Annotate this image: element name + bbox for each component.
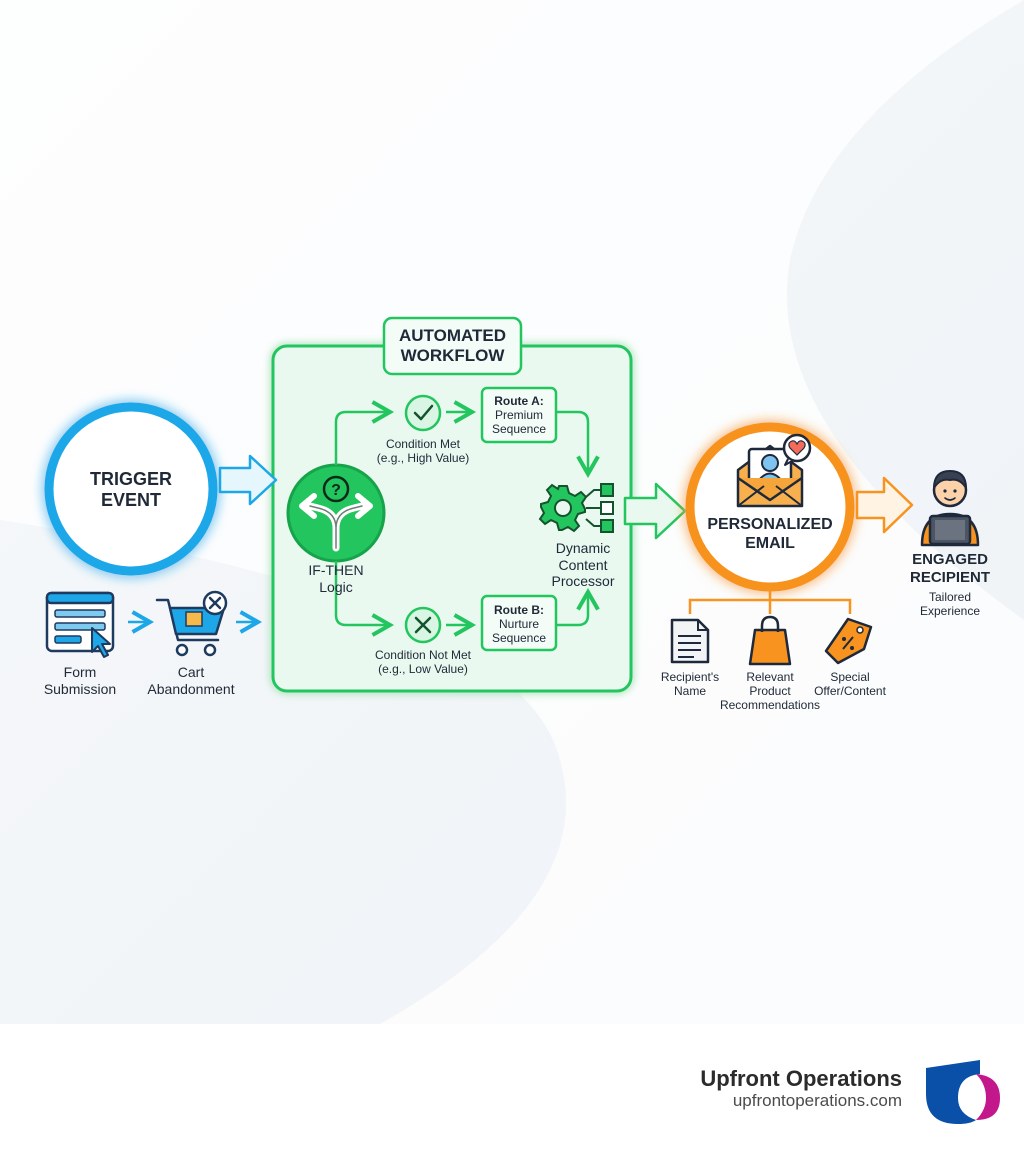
route-b-title: Route B: [494, 603, 544, 617]
arrow-trigger-to-workflow [218, 454, 278, 506]
split-arrows-question-icon: ? [286, 463, 386, 563]
condition-not-met-label: Condition Not Met (e.g., Low Value) [374, 648, 472, 677]
document-icon [670, 618, 710, 664]
recipient-name-label: Recipient's Name [660, 670, 720, 699]
trigger-event-title: TRIGGER EVENT [89, 469, 172, 511]
form-submission-label: Form Submission [43, 664, 117, 697]
route-b-sub: Nurture Sequence [491, 617, 547, 646]
dynamic-content-processor-label: Dynamic Content Processor [551, 540, 615, 590]
brand-url[interactable]: upfrontoperations.com [732, 1091, 902, 1110]
gear-content-icon [538, 483, 614, 533]
person-tablet-icon [920, 469, 980, 547]
brand-name: Upfront Operations [700, 1066, 902, 1091]
route-a-sub: Premium Sequence [491, 408, 547, 437]
special-offer-label: Special Offer/Content [814, 670, 886, 699]
branch-connectors [334, 400, 600, 637]
route-a-box [480, 386, 558, 444]
check-circle-icon [404, 394, 442, 432]
x-circle-icon [404, 606, 442, 644]
engaged-recipient-title: ENGAGED RECIPIENT [909, 551, 990, 586]
arrow-email-to-recipient [855, 476, 914, 534]
if-then-logic-label: IF-THEN Logic [308, 562, 364, 595]
upfront-logo-icon [926, 1060, 1000, 1124]
trigger-event-circle [44, 402, 218, 576]
personalized-email-title: PERSONALIZED EMAIL [707, 516, 833, 552]
shopping-cart-icon [155, 590, 228, 657]
web-form-icon [45, 591, 115, 658]
email-components-connector [688, 588, 852, 614]
product-recommendations-label: Relevant Product Recommendations [719, 670, 821, 713]
footer: Upfront Operations upfrontoperations.com [0, 1024, 1024, 1154]
price-tag-icon [824, 617, 873, 665]
route-b-box [480, 594, 558, 652]
shopping-bag-icon [748, 615, 792, 666]
envelope-profile-heart-icon [736, 433, 812, 508]
svg-text:?: ? [331, 482, 341, 499]
automated-workflow-title: AUTOMATED WORKFLOW [398, 326, 507, 366]
route-a-title: Route A: [494, 394, 544, 408]
condition-met-label: Condition Met (e.g., High Value) [376, 437, 470, 466]
tailored-experience-label: Tailored Experience [919, 590, 981, 619]
cart-abandonment-label: Cart Abandonment [147, 664, 235, 697]
arrow-workflow-to-email [623, 482, 687, 540]
